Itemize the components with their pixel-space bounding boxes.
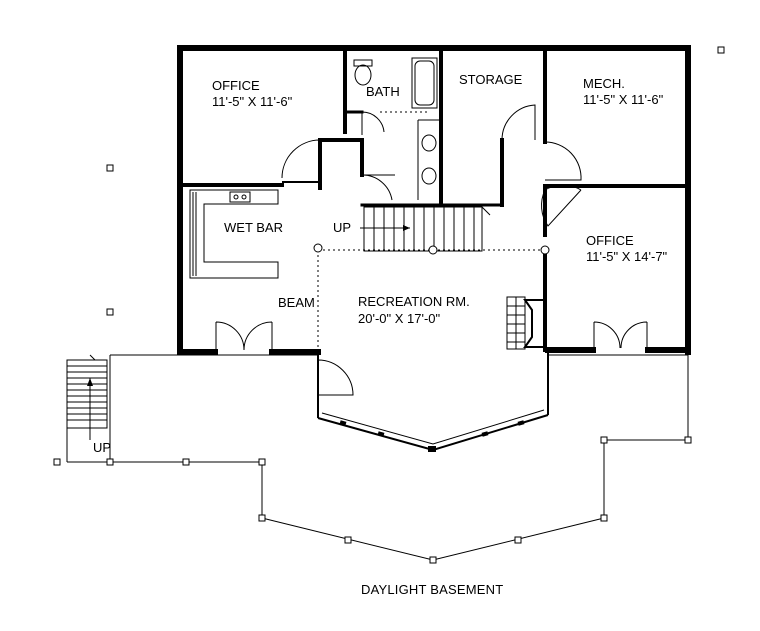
recreation-size: 20'-0" X 17'-0" — [358, 311, 441, 326]
wet-bar-name: WET BAR — [224, 220, 283, 235]
beam-label: BEAM — [278, 295, 315, 310]
bath-name: BATH — [366, 84, 400, 99]
wet-bar-counter — [189, 189, 279, 279]
deck-up-label: UP — [93, 440, 111, 455]
office-right-size: 11'-5" X 14'-7" — [586, 249, 668, 264]
office-top-size: 11'-5" X 11'-6" — [212, 94, 293, 109]
deck — [53, 46, 725, 564]
office-top-name: OFFICE — [212, 78, 260, 93]
fireplace — [506, 296, 546, 350]
bath-fixtures — [353, 57, 441, 200]
recreation-name: RECREATION RM. — [358, 294, 470, 309]
doors — [215, 104, 648, 396]
room-labels: OFFICE 11'-5" X 11'-6" BATH STORAGE MECH… — [93, 72, 668, 597]
stair-up-label: UP — [333, 220, 351, 235]
bay-windows — [339, 420, 525, 452]
interior-stairs — [360, 206, 491, 252]
mech-name: MECH. — [583, 76, 625, 91]
exterior-walls — [177, 45, 691, 452]
beam-lines — [313, 243, 550, 352]
plan-title: DAYLIGHT BASEMENT — [361, 582, 503, 597]
office-right-name: OFFICE — [586, 233, 634, 248]
mech-size: 11'-5" X 11'-6" — [583, 92, 664, 107]
exterior-stairs — [66, 354, 108, 440]
storage-name: STORAGE — [459, 72, 523, 87]
